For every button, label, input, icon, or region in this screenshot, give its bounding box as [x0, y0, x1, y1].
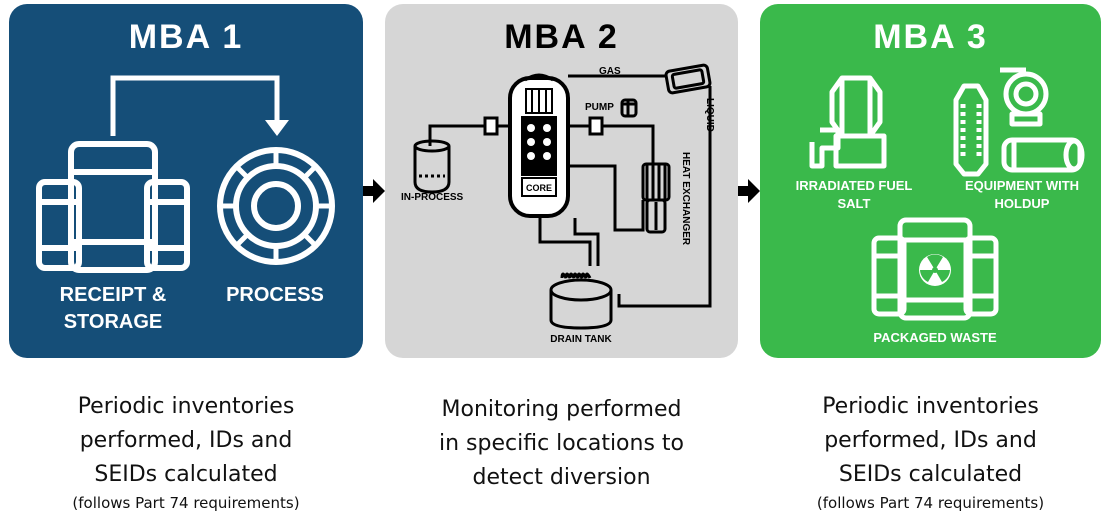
- caption-right: Periodic inventories performed, IDs and …: [760, 390, 1101, 514]
- mba3-graphics: IRRADIATED FUEL SALT EQUIPMENT WITH HOLD…: [796, 67, 1085, 345]
- arrow-right-icon: [363, 179, 385, 203]
- in-process-label: IN-PROCESS: [401, 192, 464, 203]
- drain-tank-label: DRAIN TANK: [550, 334, 612, 345]
- in-process-vessel-icon: [413, 139, 451, 194]
- waste-label: PACKAGED WASTE: [873, 330, 997, 345]
- caption-left: Periodic inventories performed, IDs and …: [9, 390, 363, 514]
- process-ring-icon: [217, 147, 335, 265]
- caption-left-sub: (follows Part 74 requirements): [72, 494, 300, 512]
- mba2-panel: MBA 2: [385, 4, 738, 358]
- caption-right-line: performed, IDs and: [824, 428, 1037, 453]
- flow-arrow-icon: [110, 75, 280, 136]
- receipt-label-2: STORAGE: [64, 311, 163, 333]
- process-label: PROCESS: [226, 284, 324, 306]
- barrels-icon: [36, 141, 190, 273]
- mba1-panel: MBA 1: [9, 4, 363, 358]
- mba3-title: MBA 3: [873, 18, 988, 56]
- heat-exchanger-icon: [641, 162, 671, 234]
- caption-middle: Monitoring performed in specific locatio…: [385, 393, 738, 495]
- equipment-label-1: EQUIPMENT WITH: [965, 178, 1079, 193]
- pump-label: PUMP: [585, 102, 614, 113]
- caption-middle-line: detect diversion: [472, 465, 651, 490]
- caption-middle-line: Monitoring performed: [441, 397, 682, 422]
- caption-left-line: performed, IDs and: [79, 428, 293, 453]
- caption-right-line: Periodic inventories: [822, 394, 1039, 419]
- waste-barrels-icon: [871, 217, 999, 321]
- fuel-salt-label-1: IRRADIATED FUEL: [796, 178, 913, 193]
- equipment-label-2: HOLDUP: [995, 196, 1050, 211]
- pump-icon: [620, 98, 638, 118]
- reactor-core-icon: [508, 73, 570, 218]
- caption-left-line: Periodic inventories: [77, 394, 295, 419]
- caption-right-line: SEIDs calculated: [838, 462, 1023, 487]
- mba1-title: MBA 1: [128, 18, 244, 56]
- core-label: CORE: [526, 183, 552, 193]
- mba2-title: MBA 2: [504, 18, 619, 56]
- liquid-label: LIQUID: [704, 98, 715, 132]
- mba1-graphics: RECEIPT & STORAGE PROCESS: [36, 75, 335, 333]
- fuel-salt-label-2: SALT: [838, 196, 871, 211]
- gas-label: GAS: [599, 66, 621, 77]
- caption-right-sub: (follows Part 74 requirements): [816, 494, 1045, 512]
- heat-exchanger-label: HEAT EXCHANGER: [680, 152, 691, 246]
- equipment-holdup-icon: [953, 67, 1085, 177]
- fuel-salt-container-icon: [809, 75, 887, 169]
- gas-vessel-icon: [664, 63, 712, 95]
- drain-tank-icon: [549, 272, 613, 330]
- caption-left-line: SEIDs calculated: [94, 462, 278, 487]
- mba3-panel: MBA 3: [760, 4, 1101, 358]
- caption-middle-line: in specific locations to: [439, 431, 684, 456]
- radiation-symbol-icon: [919, 254, 951, 286]
- arrow-right-icon: [738, 179, 760, 203]
- reactor-schematic: GAS PUMP LIQUID IN-PROCESS CORE HEAT EXC…: [401, 63, 715, 345]
- receipt-label-1: RECEIPT &: [60, 284, 167, 306]
